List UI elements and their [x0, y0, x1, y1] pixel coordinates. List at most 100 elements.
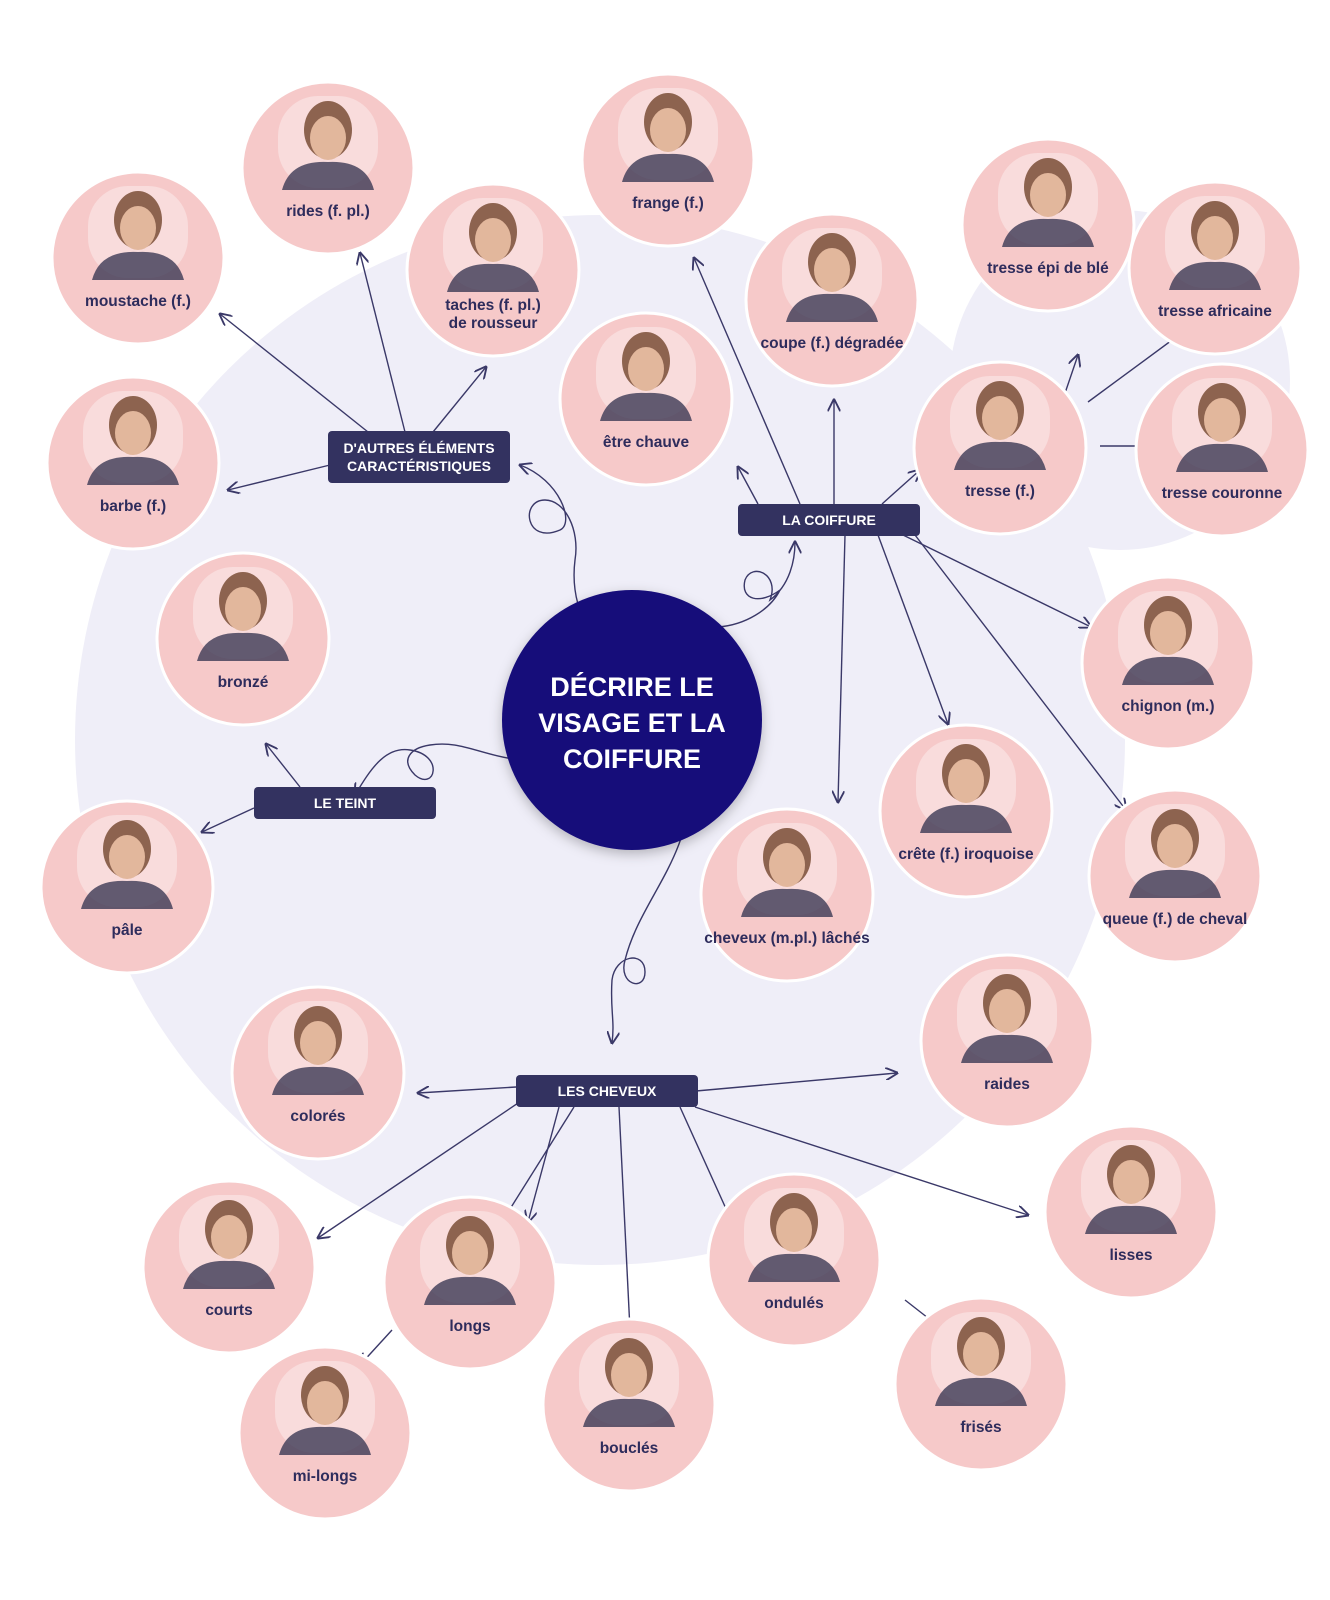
bald-photo-icon: [596, 327, 696, 421]
center-title-line-2: VISAGE ET LA: [538, 708, 726, 738]
node-label: rides (f. pl.): [286, 203, 370, 220]
arrow: [418, 1087, 517, 1093]
category-cheveux: LES CHEVEUX: [516, 1075, 698, 1107]
fringe-photo-icon: [618, 88, 718, 182]
category-box: [328, 431, 510, 483]
straight-hair-photo-icon: [957, 969, 1057, 1063]
smooth-hair-photo-icon: [1081, 1140, 1181, 1234]
wavy-hair-photo-icon: [744, 1188, 844, 1282]
node-label: taches (f. pl.): [445, 297, 541, 314]
node-longs: longs: [382, 1195, 558, 1371]
category-box: [516, 1075, 698, 1107]
node-boucles: bouclés: [541, 1317, 717, 1493]
curly-connector: [520, 465, 621, 651]
arrow: [914, 534, 1126, 810]
categories-layer: D'AUTRES ÉLÉMENTS CARACTÉRISTIQUES LA COIF…: [254, 431, 920, 1107]
ponytail-photo-icon: [1125, 804, 1225, 898]
node-label: bouclés: [600, 1440, 659, 1457]
node-epi: tresse épi de blé: [960, 137, 1136, 313]
node-label: crête (f.) iroquoise: [898, 846, 1034, 863]
arrow: [881, 470, 920, 505]
box-braids-photo-icon: [1165, 196, 1265, 290]
node-courts: courts: [141, 1179, 317, 1355]
arrow: [694, 258, 801, 505]
arrow: [902, 534, 1091, 627]
node-label: raides: [984, 1076, 1030, 1093]
node-chauve: être chauve: [558, 311, 734, 487]
arrow: [318, 1094, 531, 1238]
dyed-hair-photo-icon: [268, 1001, 368, 1095]
category-label: D'AUTRES ÉLÉMENTS: [343, 440, 494, 456]
node-moustache: moustache (f.): [50, 170, 226, 346]
node-degradee: coupe (f.) dégradée: [744, 212, 920, 388]
loose-hair-photo-icon: [737, 823, 837, 917]
node-label: queue (f.) de cheval: [1103, 911, 1248, 928]
short-hair-photo-icon: [179, 1195, 279, 1289]
freckles-photo-icon: [443, 198, 543, 292]
bun-photo-icon: [1118, 591, 1218, 685]
node-lisses: lisses: [1043, 1124, 1219, 1300]
node-label: lisses: [1109, 1247, 1152, 1264]
arrow: [695, 1073, 897, 1092]
category-autres: D'AUTRES ÉLÉMENTS CARACTÉRISTIQUES: [328, 431, 510, 483]
node-ondules: ondulés: [706, 1172, 882, 1348]
node-label: longs: [449, 1318, 490, 1335]
node-label: coupe (f.) dégradée: [761, 335, 904, 352]
category-label: CARACTÉRISTIQUES: [347, 458, 491, 474]
center-node: DÉCRIRE LE VISAGE ET LA COIFFURE: [502, 590, 762, 850]
category-box: [738, 504, 920, 536]
arrow: [202, 807, 255, 832]
node-bronze: bronzé: [155, 551, 331, 727]
node-label: frisés: [960, 1419, 1001, 1436]
crown-braid-photo-icon: [1172, 378, 1272, 472]
node-label: moustache (f.): [85, 293, 191, 310]
arrow: [694, 1106, 1028, 1215]
node-label: courts: [205, 1302, 252, 1319]
arrow: [618, 1106, 630, 1330]
node-barbe: barbe (f.): [45, 375, 221, 551]
node-label: tresse couronne: [1162, 485, 1283, 502]
category-teint: LE TEINT: [254, 787, 436, 819]
center-title-line-3: COIFFURE: [563, 744, 701, 774]
node-colores: colorés: [230, 985, 406, 1161]
curly-connector: [612, 784, 691, 1043]
arrow: [679, 1106, 732, 1222]
arrow: [228, 464, 331, 490]
category-coiffure: LA COIFFURE: [738, 504, 920, 536]
node-label: tresse africaine: [1158, 303, 1272, 320]
node-chignon: chignon (m.): [1080, 575, 1256, 751]
node-couronne: tresse couronne: [1134, 362, 1310, 538]
tanned-face-photo-icon: [193, 567, 293, 661]
node-label: bronzé: [218, 674, 269, 691]
fishtail-braid-photo-icon: [998, 153, 1098, 247]
node-label: cheveux (m.pl.) lâchés: [704, 930, 869, 947]
arrow: [220, 314, 369, 433]
arrow: [360, 253, 406, 433]
node-taches: taches (f. pl.)de rousseur: [405, 182, 581, 358]
arrow: [838, 534, 846, 802]
category-label: LA COIFFURE: [782, 512, 876, 528]
node-label: barbe (f.): [100, 498, 166, 515]
moustache-photo-icon: [88, 186, 188, 280]
node-frises: frisés: [893, 1296, 1069, 1472]
node-africaine: tresse africaine: [1127, 180, 1303, 356]
center-title-line-1: DÉCRIRE LE: [550, 671, 714, 702]
arrow: [738, 467, 759, 505]
mid-length-hair-photo-icon: [275, 1361, 375, 1455]
node-crete: crête (f.) iroquoise: [878, 723, 1054, 899]
curly-connector: [717, 542, 795, 628]
arrow: [266, 744, 301, 788]
layered-cut-photo-icon: [782, 228, 882, 322]
node-tresse: tresse (f.): [912, 360, 1088, 536]
curly-connector: [355, 743, 521, 795]
category-label: LES CHEVEUX: [558, 1083, 657, 1099]
node-label: chignon (m.): [1122, 698, 1215, 715]
node-label: tresse épi de blé: [987, 260, 1109, 277]
pale-face-photo-icon: [77, 815, 177, 909]
node-label: tresse (f.): [965, 483, 1035, 500]
node-frange: frange (f.): [580, 72, 756, 248]
node-label: de rousseur: [449, 315, 538, 332]
node-label: mi-longs: [293, 1468, 358, 1485]
wrinkles-photo-icon: [278, 96, 378, 190]
beard-photo-icon: [83, 391, 183, 485]
